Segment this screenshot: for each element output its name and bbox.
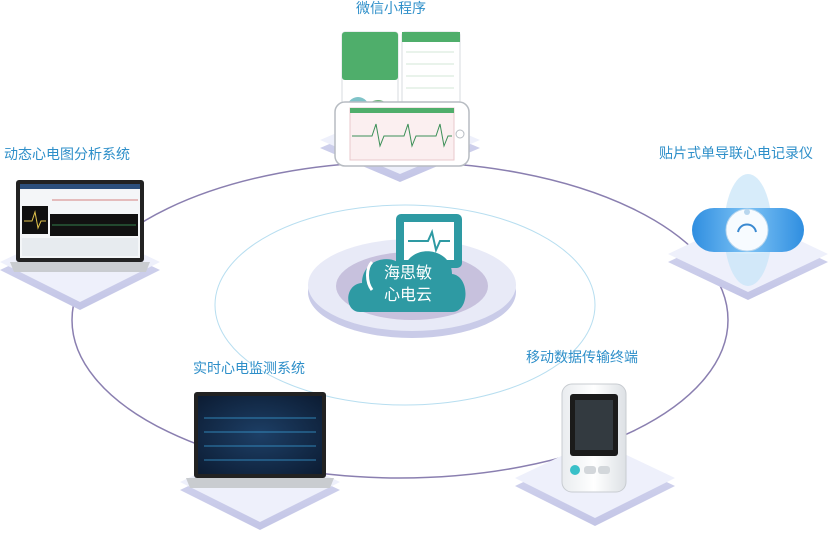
inner-orbit <box>214 204 596 406</box>
center-title: 海思敏 心电云 <box>376 262 440 306</box>
mobile-terminal-device <box>561 383 627 493</box>
label-realtime-monitor: 实时心电监测系统 <box>193 361 305 377</box>
center-title-line1: 海思敏 <box>383 263 432 282</box>
label-mobile-terminal: 移动数据传输终端 <box>526 350 638 366</box>
label-mini-program: 微信小程序 <box>356 1 426 17</box>
laptop-holter <box>10 180 150 272</box>
cloud-logo <box>348 214 466 312</box>
patch-recorder-device <box>692 174 804 286</box>
center-title-line2: 心电云 <box>383 285 432 304</box>
laptop-realtime <box>186 392 334 488</box>
smartphone-landscape <box>334 101 470 167</box>
label-holter-system: 动态心电图分析系统 <box>4 147 130 163</box>
label-patch-recorder: 贴片式单导联心电记录仪 <box>659 146 813 162</box>
